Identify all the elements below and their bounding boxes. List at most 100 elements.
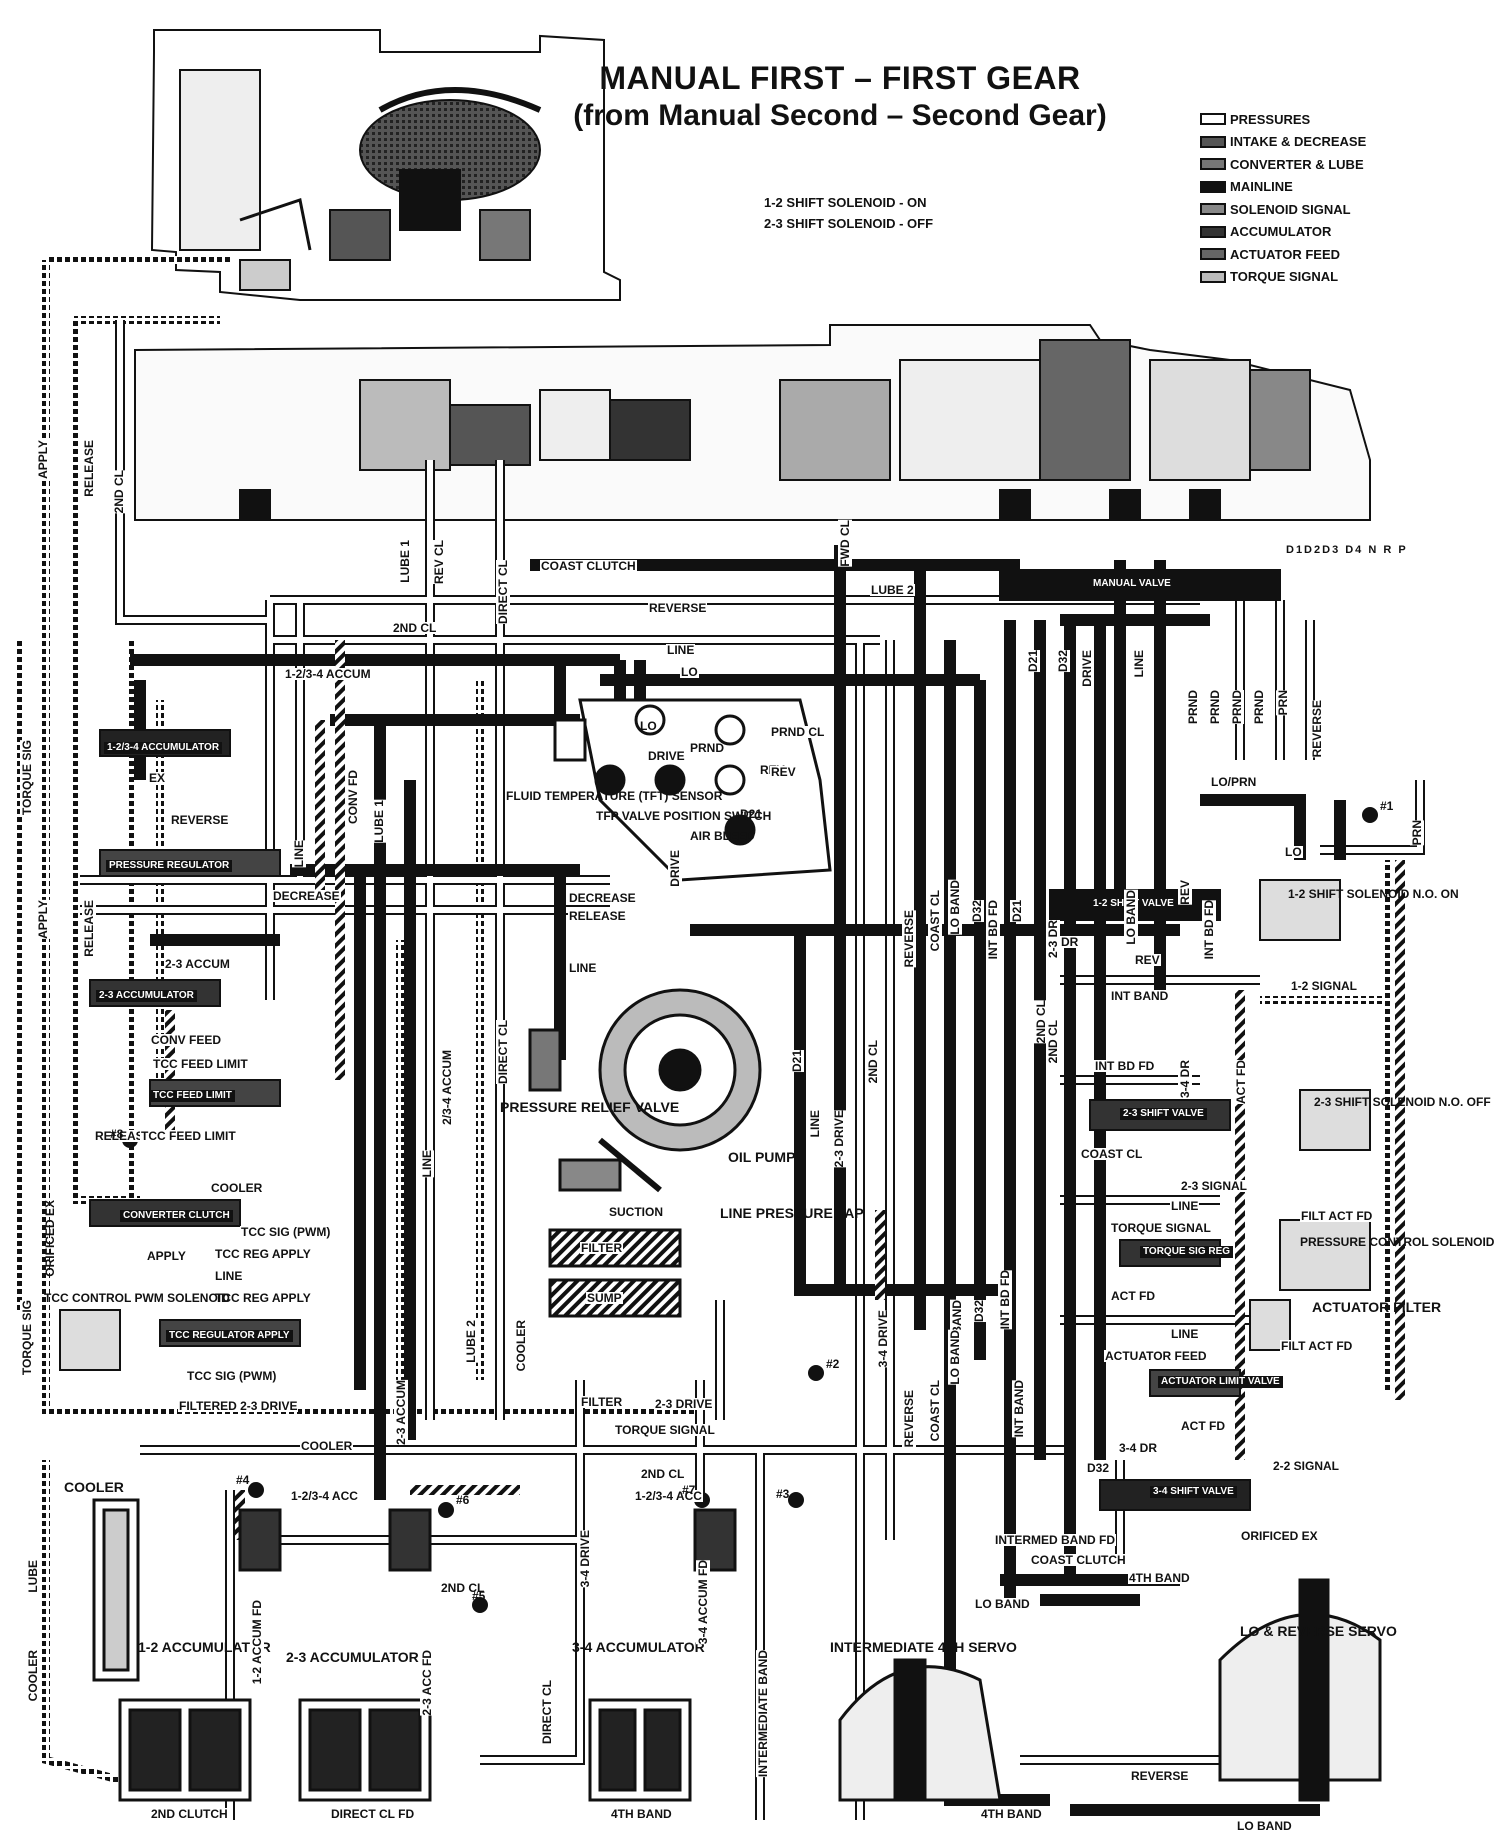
legend-swatch — [1200, 225, 1226, 238]
label-accum-1234-low2: 1-2/3-4 ACC — [634, 1489, 703, 1503]
title-line-2: (from Manual Second – Second Gear) — [573, 99, 1107, 132]
label-tcc-regulator-valve: TCC REGULATOR APPLY — [166, 1330, 293, 1342]
label-reverse-left: REVERSE — [170, 813, 230, 827]
label-signal-12: 1-2 SIGNAL — [1290, 979, 1359, 993]
tcc-pwm-solenoid-body — [59, 1309, 121, 1371]
label-accum-1234-low: 1-2/3-4 ACC — [290, 1489, 359, 1503]
label-int-band: INT BAND — [1110, 989, 1170, 1003]
label-drive-23-vert2: 2-3 DR — [1046, 920, 1060, 959]
label-filter: FILTER — [580, 1241, 624, 1255]
label-intermediate-servo: INTERMEDIATE 4TH SERVO — [830, 1639, 1017, 1655]
label-orificed-ex: ORIFICED EX — [43, 1200, 57, 1277]
label-drive-34-vert: 3-4 DRIVE — [876, 1310, 890, 1368]
label-d21-vert: D21 — [1010, 900, 1024, 923]
label-tcc-feed-limit2: TCC FEED LIMIT — [140, 1129, 237, 1143]
label-line-mid: LINE — [568, 961, 598, 975]
legend-item: TORQUE SIGNAL — [1200, 266, 1366, 289]
pressure-relief-spring — [528, 1028, 562, 1092]
legend-label: SOLENOID SIGNAL — [1230, 201, 1351, 217]
legend-swatch — [1200, 113, 1226, 126]
label-line-right2: LINE — [1170, 1199, 1200, 1213]
label-d32-vert2: D32 — [972, 1300, 986, 1323]
label-lo-band-mid: LO BAND — [974, 1597, 1031, 1611]
label-drive-23-vert: 2-3 DRIVE — [832, 1110, 846, 1168]
solenoid-states: 1-2 SHIFT SOLENOID - ON 2-3 SHIFT SOLENO… — [764, 192, 933, 234]
label-int-bd-fd: INT BD FD — [1094, 1059, 1156, 1073]
label-band-4th-mid: 4TH BAND — [1128, 1571, 1191, 1585]
label-tcc-sig-pwm2: TCC SIG (PWM) — [186, 1369, 278, 1383]
label-direct-cl-fd: DIRECT CL FD — [330, 1807, 416, 1821]
legend-item: MAINLINE — [1200, 176, 1366, 199]
label-cooler-vert: COOLER — [514, 1320, 528, 1372]
label-apply: APPLY — [36, 440, 50, 479]
label-reverse-vert2: REVERSE — [902, 1390, 916, 1448]
label-filt-act-fd: FILT ACT FD — [1280, 1339, 1354, 1353]
label-tfp-switch: TFP VALVE POSITION SWITCH — [596, 809, 772, 823]
label-drive-top: DRIVE — [1080, 650, 1094, 687]
dotted-passages — [16, 256, 1392, 1784]
label-drive-switch: DRIVE — [648, 749, 685, 763]
label-d32-top: D32 — [1056, 650, 1070, 673]
label-torque-sig-left: TORQUE SIG — [20, 740, 34, 816]
label-fluid-temp: FLUID TEMPERATURE (TFT) SENSOR — [506, 789, 723, 803]
label-accum-34-label: 3-4 ACCUMULATOR — [572, 1639, 705, 1655]
label-torque-sig-left2: TORQUE SIG — [20, 1300, 34, 1376]
label-drive-12: DR — [1060, 935, 1080, 949]
label-actuator-filter: ACTUATOR FILTER — [1312, 1299, 1442, 1315]
solenoid-12-state: 1-2 SHIFT SOLENOID - ON — [764, 195, 927, 210]
check-ball-label: #8 — [110, 1127, 124, 1141]
label-lo-band-low: LO BAND — [1236, 1819, 1293, 1833]
label-act-limit-valve: ACTUATOR LIMIT VALVE — [1158, 1376, 1283, 1388]
label-int-bd-fd-vert2: INT BD FD — [998, 1270, 1012, 1330]
label-lo-reverse-servo: LO & REVERSE SERVO — [1240, 1623, 1397, 1639]
label-rev-right: REV — [1134, 953, 1161, 967]
label-prn-right: PRN — [1410, 820, 1424, 846]
label-apply-left: APPLY — [36, 900, 50, 939]
label-cooler-low: COOLER — [300, 1439, 354, 1453]
label-line-left: LINE — [292, 840, 306, 868]
label-accumulator-23: 2-3 ACCUMULATOR — [96, 990, 197, 1002]
label-d32-vert: D32 — [970, 900, 984, 923]
label-line-right: LINE — [1170, 1327, 1200, 1341]
label-release-top: RELEASE — [82, 440, 96, 497]
check-ball-label: #7 — [682, 1483, 696, 1497]
label-tcc-reg-apply: TCC REG APPLY — [214, 1247, 312, 1261]
check-ball-label: #3 — [776, 1487, 790, 1501]
legend-item: PRESSURES — [1200, 108, 1366, 131]
label-decrease: DECREASE — [272, 889, 341, 903]
label-reverse-low: REVERSE — [1130, 1769, 1190, 1783]
label-torque-signal-low: TORQUE SIGNAL — [614, 1423, 716, 1437]
label-accum-12-label: 1-2 ACCUMULATOR — [138, 1639, 271, 1655]
label-lo-switch: LO — [640, 719, 657, 733]
label-tcc-sig-pwm: TCC SIG (PWM) — [240, 1225, 332, 1239]
title-line-1: MANUAL FIRST – FIRST GEAR — [599, 60, 1081, 96]
label-lube2: LUBE 2 — [870, 583, 915, 597]
label-lube-vert: LUBE 2 — [464, 1320, 478, 1363]
label-reverse-right: REVERSE — [1310, 700, 1324, 758]
label-intermed-band-fd: INTERMED BAND FD — [994, 1533, 1116, 1547]
label-decrease-mid: DECREASE — [568, 891, 637, 905]
label-prn-top: PRN — [1276, 690, 1290, 716]
legend-swatch — [1200, 203, 1226, 216]
label-drive-port: DRIVE — [668, 850, 682, 887]
manual-valve-detents: D1D2D3 D4 N R P — [1286, 544, 1408, 556]
cooler — [92, 1498, 140, 1682]
label-lo-band-vert3: LO BAND — [948, 1330, 962, 1385]
shift-solenoid-12-body — [1259, 879, 1341, 941]
label-coast-cl-vert2: COAST CL — [928, 1380, 942, 1442]
label-shift-sol-12: 1-2 SHIFT SOLENOID N.O. ON — [1288, 887, 1459, 901]
label-rev-vert: REV — [1178, 880, 1192, 905]
label-coast-cl-right: COAST CL — [1080, 1147, 1144, 1161]
label-accum-34-fd: 3-4 ACCUM FD — [696, 1560, 710, 1645]
label-accum-23-vert: 2-3 ACCUM — [394, 1380, 408, 1445]
legend-item: ACTUATOR FEED — [1200, 243, 1366, 266]
label-drive-34-right: 3-4 DR — [1118, 1441, 1159, 1455]
label-line-pressure-tap: LINE PRESSURE TAP — [720, 1205, 864, 1221]
label-int-bd-fd-vert: INT BD FD — [986, 900, 1000, 960]
label-clutch-2nd-low: 2ND CLUTCH — [150, 1807, 229, 1821]
gear-train-section — [134, 324, 1371, 521]
label-prnd-3: PRND — [1230, 690, 1244, 725]
legend-label: CONVERTER & LUBE — [1230, 156, 1364, 172]
legend-item: ACCUMULATOR — [1200, 221, 1366, 244]
